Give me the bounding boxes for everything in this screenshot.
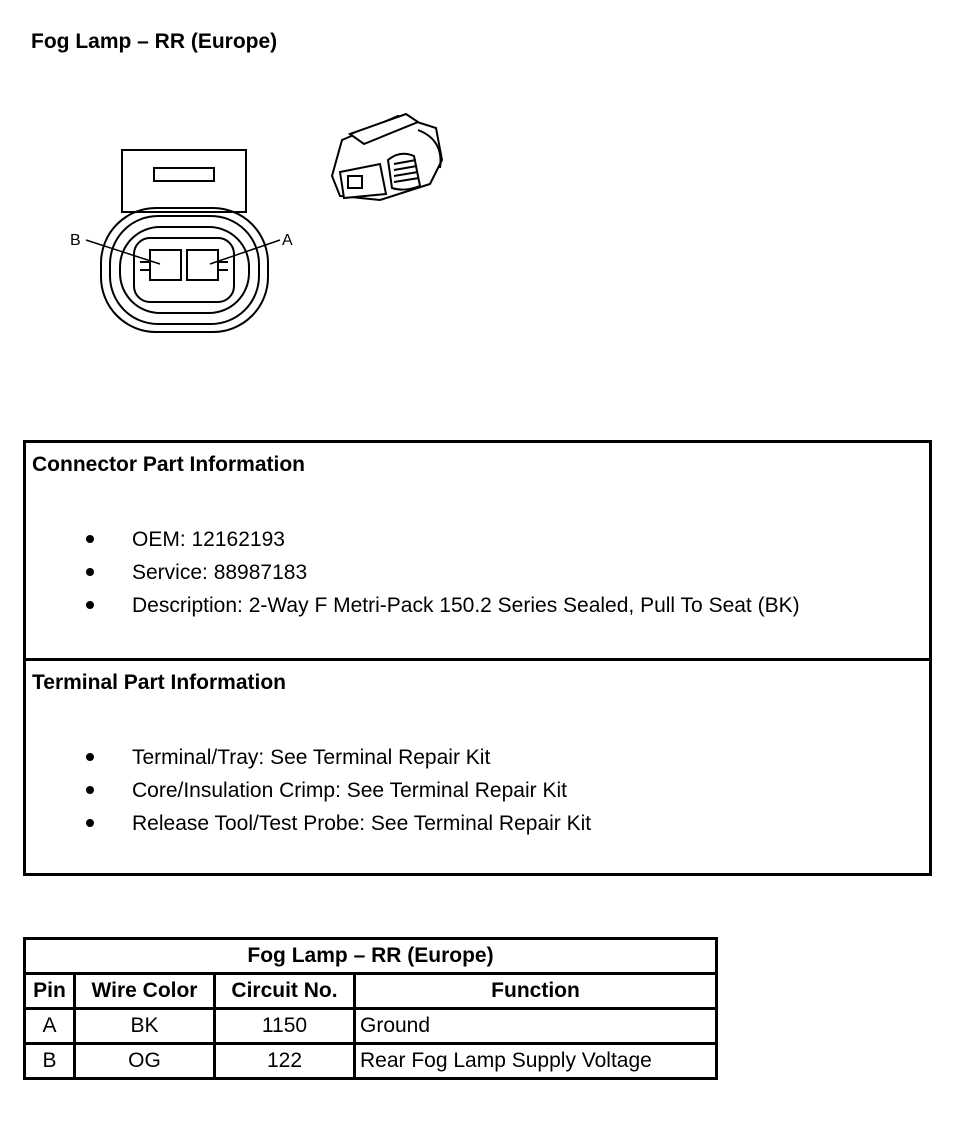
pin-label-b: B <box>70 232 81 249</box>
connector-iso-view <box>330 112 444 202</box>
column-header-function: Function <box>353 972 718 1010</box>
bullet-icon <box>86 786 94 794</box>
bullet-icon <box>86 568 94 576</box>
terminal-part-info-heading: Terminal Part Information <box>32 671 286 694</box>
connector-diagram: B A <box>70 112 444 333</box>
bullet-icon <box>86 819 94 827</box>
pin-table: Fog Lamp – RR (Europe) Pin Wire Color Ci… <box>23 937 718 1080</box>
bullet-icon <box>86 753 94 761</box>
column-header-wire-color: Wire Color <box>73 972 216 1010</box>
page-title: Fog Lamp – RR (Europe) <box>31 30 278 53</box>
table-row: B OG 122 Rear Fog Lamp Supply Voltage <box>23 1042 718 1080</box>
table-row: A BK 1150 Ground <box>23 1007 718 1045</box>
pin-table-caption: Fog Lamp – RR (Europe) <box>23 937 718 975</box>
cell-pin: A <box>23 1007 76 1045</box>
connector-face-view <box>85 149 281 333</box>
terminal-part-info: Terminal Part Information Terminal/Tray:… <box>32 671 592 835</box>
cell-wire-color: OG <box>73 1042 216 1080</box>
cell-function: Ground <box>353 1007 718 1045</box>
column-header-circuit-no: Circuit No. <box>213 972 356 1010</box>
connector-part-info: Connector Part Information OEM: 12162193… <box>26 443 929 661</box>
cell-circuit-no: 122 <box>213 1042 356 1080</box>
column-header-pin: Pin <box>23 972 76 1010</box>
cell-wire-color: BK <box>73 1007 216 1045</box>
table-header-row: Pin Wire Color Circuit No. Function <box>23 972 718 1010</box>
bullet-icon <box>86 535 94 543</box>
bullet-icon <box>86 601 94 609</box>
cell-circuit-no: 1150 <box>213 1007 356 1045</box>
cell-pin: B <box>23 1042 76 1080</box>
cell-function: Rear Fog Lamp Supply Voltage <box>353 1042 718 1080</box>
connector-part-info-heading: Connector Part Information <box>32 453 306 476</box>
pin-label-a: A <box>282 232 293 249</box>
part-info-box: Connector Part Information OEM: 12162193… <box>23 440 932 876</box>
